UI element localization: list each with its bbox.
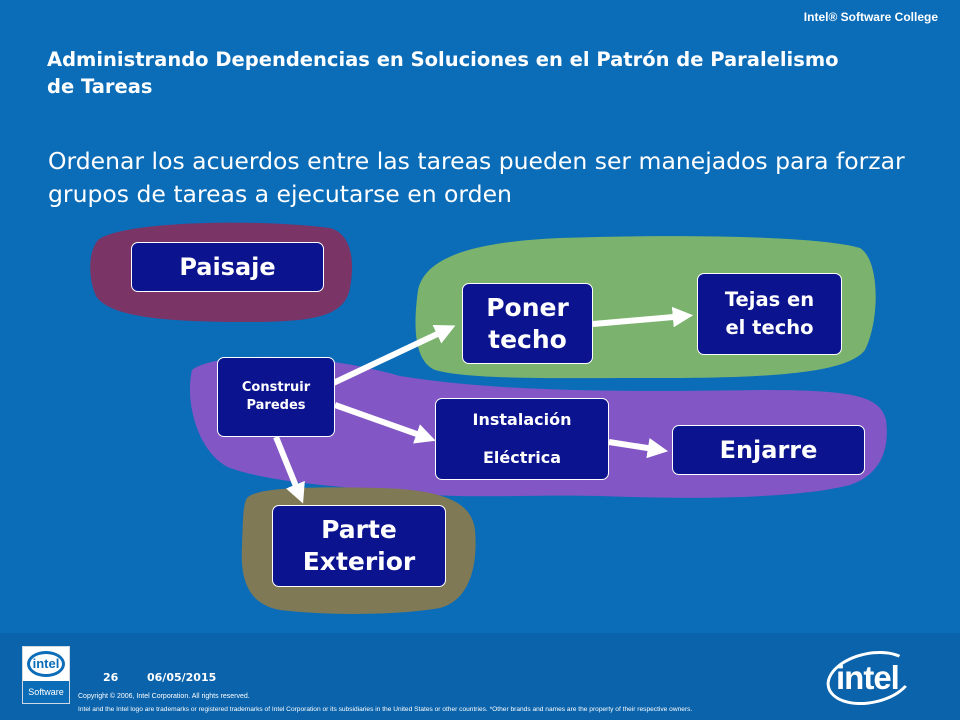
page-number: 26 <box>103 671 119 684</box>
task-exterior-line2: Exterior <box>302 547 416 576</box>
task-instalacion-line2: Eléctrica <box>482 448 562 467</box>
copyright-text: Copyright © 2006, Intel Corporation. All… <box>78 693 250 700</box>
arrow-poner-to-tejas <box>592 306 694 328</box>
task-exterior-line1: Parte <box>321 515 397 544</box>
intel-software-logo-ring <box>27 651 65 677</box>
slide-title: Administrando Dependencias en Soluciones… <box>47 48 839 98</box>
task-paisaje: Paisaje <box>131 242 324 292</box>
intel-software-logo-word: intel <box>32 656 60 671</box>
slide-subtitle: Ordenar los acuerdos entre las tareas pu… <box>48 147 905 208</box>
slide-date: 06/05/2015 <box>147 671 217 684</box>
task-enjarre-label: Enjarre <box>719 436 818 464</box>
arrow-construir-to-poner <box>325 324 456 389</box>
intel-software-logo: intel Software <box>22 646 70 704</box>
trademark-text: Intel and the Intel logo are trademarks … <box>78 706 693 713</box>
intel-logo: intel <box>821 643 919 713</box>
college-label: Intel® Software College <box>803 10 938 24</box>
task-tejas-line1: Tejas en <box>724 288 815 311</box>
task-instalacion-line1: Instalación <box>472 410 572 429</box>
task-tejas: Tejas en el techo <box>697 273 842 355</box>
task-tejas-line2: el techo <box>725 316 814 339</box>
footer-bar <box>0 633 960 720</box>
task-parte-exterior: Parte Exterior <box>272 505 446 587</box>
arrow-construir-to-instalacion <box>333 402 436 444</box>
task-construir-line2: Paredes <box>246 398 306 413</box>
task-construir-paredes: Construir Paredes <box>217 357 335 437</box>
arrow-construir-to-exterior <box>273 435 305 504</box>
task-instalacion: Instalación Eléctrica <box>435 398 609 480</box>
task-paisaje-label: Paisaje <box>179 253 276 281</box>
task-construir-line1: Construir <box>241 380 311 395</box>
task-poner-techo: Poner techo <box>462 283 593 364</box>
intel-software-logo-band: Software <box>23 681 69 703</box>
intel-logo-word: intel <box>836 659 900 696</box>
task-enjarre: Enjarre <box>672 425 865 475</box>
arrow-instalacion-to-enjarre <box>608 438 669 459</box>
task-poner-line2: techo <box>488 324 567 354</box>
task-poner-line1: Poner <box>486 292 569 322</box>
